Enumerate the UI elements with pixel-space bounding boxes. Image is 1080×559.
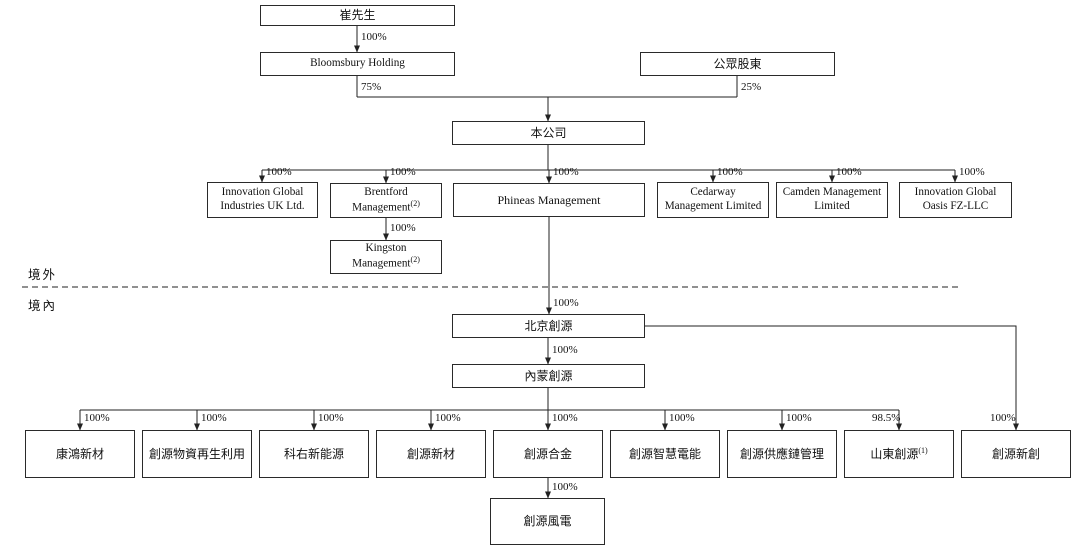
- footnote-marker: (2): [410, 255, 420, 265]
- ownership-label: 100%: [84, 412, 110, 424]
- ownership-label: 100%: [266, 166, 292, 178]
- node-kingston-management: Kingston Management(2): [330, 240, 442, 274]
- node-brentford-management: Brentford Management(2): [330, 183, 442, 218]
- ownership-label: 100%: [390, 166, 416, 178]
- ownership-label: 100%: [836, 166, 862, 178]
- node-chuangyuan-smart-power: 創源智慧電能: [610, 430, 720, 478]
- node-camden-management: Camden Management Limited: [776, 182, 888, 218]
- node-shandong-chuangyuan: 山東創源(1): [844, 430, 954, 478]
- node-cedarway-management: Cedarway Management Limited: [657, 182, 769, 218]
- ownership-label: 100%: [553, 166, 579, 178]
- ownership-label: 100%: [318, 412, 344, 424]
- ownership-label: 100%: [717, 166, 743, 178]
- ownership-label: 100%: [553, 297, 579, 309]
- node-chuangyuan-supply-chain: 創源供應鏈管理: [727, 430, 837, 478]
- region-label-onshore: 境內: [28, 299, 58, 313]
- ownership-label: 25%: [741, 81, 762, 93]
- ownership-label: 100%: [552, 344, 578, 356]
- ownership-label: 100%: [552, 412, 578, 424]
- node-innovation-global-industries-uk: Innovation Global Industries UK Ltd.: [207, 182, 318, 218]
- ownership-label: 75%: [361, 81, 382, 93]
- ownership-label: 100%: [669, 412, 695, 424]
- footnote-marker: (2): [410, 198, 420, 208]
- region-label-offshore: 境外: [28, 268, 58, 282]
- node-mr-cui: 崔先生: [260, 5, 455, 26]
- ownership-label: 100%: [786, 412, 812, 424]
- ownership-label: 98.5%: [872, 412, 901, 424]
- ownership-label: 100%: [435, 412, 461, 424]
- node-keyou-new-energy: 科右新能源: [259, 430, 369, 478]
- node-innovation-global-oasis: Innovation Global Oasis FZ-LLC: [899, 182, 1012, 218]
- footnote-marker: (1): [918, 445, 928, 455]
- node-chuangyuan-recycling: 創源物資再生利用: [142, 430, 252, 478]
- node-chuangyuan-xinchuang: 創源新創: [961, 430, 1071, 478]
- node-chuangyuan-xincai: 創源新材: [376, 430, 486, 478]
- ownership-label: 100%: [201, 412, 227, 424]
- ownership-label: 100%: [990, 412, 1016, 424]
- node-chuangyuan-wind-power: 創源風電: [490, 498, 605, 545]
- node-neimeng-chuangyuan: 內蒙創源: [452, 364, 645, 388]
- node-chuangyuan-alloy: 創源合金: [493, 430, 603, 478]
- ownership-label: 100%: [390, 222, 416, 234]
- node-phineas-management: Phineas Management: [453, 183, 645, 217]
- node-the-company: 本公司: [452, 121, 645, 145]
- node-public-shareholders: 公眾股東: [640, 52, 835, 76]
- node-beijing-chuangyuan: 北京創源: [452, 314, 645, 338]
- node-kanghong-xincai: 康鴻新材: [25, 430, 135, 478]
- ownership-label: 100%: [959, 166, 985, 178]
- node-bloomsbury-holding: Bloomsbury Holding: [260, 52, 455, 76]
- ownership-label: 100%: [361, 31, 387, 43]
- ownership-label: 100%: [552, 481, 578, 493]
